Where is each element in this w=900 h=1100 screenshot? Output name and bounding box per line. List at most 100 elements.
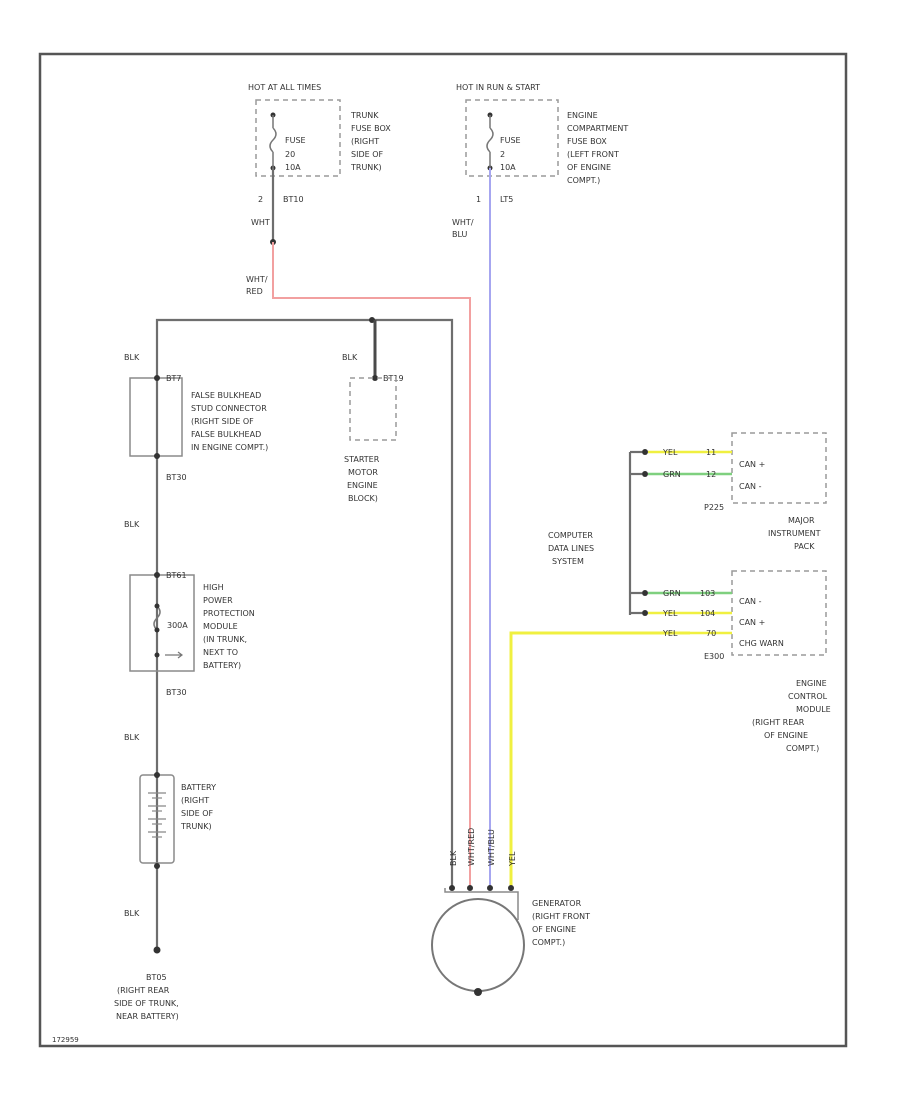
instrument-wire-1-pin: 11 bbox=[706, 448, 716, 457]
starter-terminal bbox=[372, 375, 378, 381]
protection-outline bbox=[129, 574, 195, 672]
protection-label: HIGH POWER PROTECTION MODULE (IN TRUNK, … bbox=[203, 583, 257, 670]
fuse-right-unit: 10A bbox=[500, 163, 516, 172]
fuse-left-connector: BT10 bbox=[283, 195, 304, 204]
instrument-pack-label: MAJOR INSTRUMENT PACK bbox=[768, 516, 823, 551]
ecm-wire-2-pin: 104 bbox=[700, 609, 715, 618]
engine-fuse-box-outline bbox=[465, 99, 559, 177]
instrument-wire-2-pin: 12 bbox=[706, 470, 716, 479]
generator-wire-label-4: YEL bbox=[508, 851, 517, 867]
generator: BLK WHT/RED WHT/BLU YEL GENERATOR (RIGHT… bbox=[431, 828, 593, 996]
ecm-wire-1-signal: CAN - bbox=[739, 597, 762, 606]
fuse-left-rating: 20 bbox=[285, 150, 295, 159]
fuse-right-pin: 1 bbox=[476, 195, 481, 204]
ground-terminal bbox=[153, 946, 161, 954]
bulkhead-connector-bottom: BT30 bbox=[166, 473, 187, 482]
engine-control-module: GRN 103 CAN - YEL 104 CAN + YEL 70 CHG W… bbox=[642, 570, 833, 753]
ecm-label: ENGINE CONTROL MODULE (RIGHT REAR OF ENG… bbox=[752, 679, 833, 753]
ground-label: BT05 (RIGHT REAR SIDE OF TRUNK, NEAR BAT… bbox=[114, 973, 181, 1021]
engine-fuse-box: HOT IN RUN & START FUSE 2 10A ENGINE COM… bbox=[452, 83, 631, 239]
ecm-outline bbox=[731, 570, 827, 656]
battery-cells-icon bbox=[148, 792, 166, 838]
fuse-right-element-icon bbox=[486, 115, 494, 168]
instrument-wire-2-color: GRN bbox=[663, 470, 681, 479]
protection-fuse-icon bbox=[153, 605, 161, 631]
generator-wire-label-1: BLK bbox=[449, 850, 458, 866]
fuse-right-connector: LT5 bbox=[500, 195, 513, 204]
starter-wire-color: BLK bbox=[342, 353, 358, 362]
ground-point: BLK BT05 (RIGHT REAR SIDE OF TRUNK, NEAR… bbox=[114, 909, 181, 1021]
bulkhead-wire-color: BLK bbox=[124, 353, 140, 362]
generator-label: GENERATOR (RIGHT FRONT OF ENGINE COMPT.) bbox=[532, 899, 593, 947]
ecm-wire-1-terminal bbox=[642, 590, 648, 596]
fuse-left-element-icon bbox=[269, 115, 277, 168]
protection-top-terminal bbox=[154, 572, 160, 578]
generator-housing bbox=[444, 888, 519, 920]
generator-ground-terminal bbox=[474, 988, 482, 996]
protection-connector-top: BT61 bbox=[166, 571, 187, 580]
battery-label: BATTERY (RIGHT SIDE OF TRUNK) bbox=[180, 783, 219, 831]
diagram-frame bbox=[38, 52, 848, 1048]
ecm-wire-2-color: YEL bbox=[662, 609, 678, 618]
generator-terminal-3 bbox=[487, 885, 493, 891]
fuse-left-pin: 2 bbox=[258, 195, 263, 204]
starter-connector: BT19 bbox=[383, 374, 404, 383]
fuse-left-header: HOT AT ALL TIMES bbox=[248, 83, 321, 92]
ecm-wire-3-color: YEL bbox=[662, 629, 678, 638]
computer-data-lines: COMPUTER DATA LINES SYSTEM bbox=[548, 450, 642, 615]
yel-chg-warn-wire bbox=[509, 631, 690, 888]
starter-label: STARTER MOTOR ENGINE BLOCK) bbox=[344, 455, 382, 503]
bulkhead-bottom-terminal bbox=[154, 453, 160, 459]
ecm-wire-2-signal: CAN + bbox=[739, 618, 765, 627]
fuse-left-location: TRUNK FUSE BOX (RIGHT SIDE OF TRUNK) bbox=[350, 111, 393, 172]
protection-wire-color: BLK bbox=[124, 520, 140, 529]
instrument-wire-2-terminal bbox=[642, 471, 648, 477]
ecm-connector: E300 bbox=[704, 652, 724, 661]
instrument-pack-outline bbox=[731, 432, 827, 504]
fuse-right-rating: 2 bbox=[500, 150, 505, 159]
fuse-right-location: ENGINE COMPARTMENT FUSE BOX (LEFT FRONT … bbox=[567, 111, 631, 185]
battery-positive-terminal bbox=[154, 772, 160, 778]
ecm-wire-2-terminal bbox=[642, 610, 648, 616]
bulkhead-label: FALSE BULKHEAD STUD CONNECTOR (RIGHT SID… bbox=[191, 391, 269, 452]
generator-terminal-1 bbox=[449, 885, 455, 891]
battery-negative-terminal bbox=[154, 863, 160, 869]
generator-body bbox=[431, 898, 525, 992]
bulkhead-connector-top: BT7 bbox=[166, 374, 181, 383]
generator-wire-label-3: WHT/BLU bbox=[487, 829, 496, 866]
fuse-left-wire-color-bottom: WHT/ RED bbox=[246, 275, 270, 296]
ground-bus-wire bbox=[155, 318, 454, 950]
protection-connector-bottom: BT30 bbox=[166, 688, 187, 697]
false-bulkhead-connector: BLK BT7 FALSE BULKHEAD STUD CONNECTOR (R… bbox=[124, 353, 269, 482]
fuse-left-label: FUSE bbox=[285, 136, 306, 145]
fuse-right-wire-color: WHT/ BLU bbox=[452, 218, 476, 239]
instrument-wire-2-signal: CAN - bbox=[739, 482, 762, 491]
fuse-right-label: FUSE bbox=[500, 136, 521, 145]
ground-wire-color: BLK bbox=[124, 909, 140, 918]
fuse-left-wire-color-top: WHT bbox=[251, 218, 270, 227]
protection-output-terminal bbox=[154, 652, 160, 658]
ecm-wire-1-color: GRN bbox=[663, 589, 681, 598]
ecm-wire-1-pin: 103 bbox=[700, 589, 715, 598]
fuse-left-unit: 10A bbox=[285, 163, 301, 172]
generator-terminal-4 bbox=[508, 885, 514, 891]
instrument-wire-1-signal: CAN + bbox=[739, 460, 765, 469]
fuse-right-header: HOT IN RUN & START bbox=[456, 83, 540, 92]
starter-outline bbox=[349, 377, 397, 441]
instrument-connector: P225 bbox=[704, 503, 724, 512]
trunk-fuse-box: HOT AT ALL TIMES FUSE 20 10A TRUNK FUSE … bbox=[246, 83, 393, 296]
data-lines-label: COMPUTER DATA LINES SYSTEM bbox=[548, 531, 597, 566]
starter-motor: BLK BT19 STARTER MOTOR ENGINE BLOCK) bbox=[342, 353, 404, 503]
instrument-wire-1-color: YEL bbox=[662, 448, 678, 457]
ecm-wire-3-signal: CHG WARN bbox=[739, 639, 784, 648]
ecm-wire-3-pin: 70 bbox=[706, 629, 716, 638]
battery-wire-color: BLK bbox=[124, 733, 140, 742]
trunk-fuse-box-outline bbox=[255, 99, 341, 177]
battery: BLK BATTERY (RIGHT SIDE OF TRUNK) bbox=[124, 733, 219, 869]
protection-rating: 300A bbox=[167, 621, 188, 630]
bulkhead-top-terminal bbox=[154, 375, 160, 381]
generator-terminal-2 bbox=[467, 885, 473, 891]
instrument-pack: YEL 11 CAN + GRN 12 CAN - P225 MAJOR INS… bbox=[642, 432, 827, 551]
generator-wire-label-2: WHT/RED bbox=[467, 828, 476, 866]
